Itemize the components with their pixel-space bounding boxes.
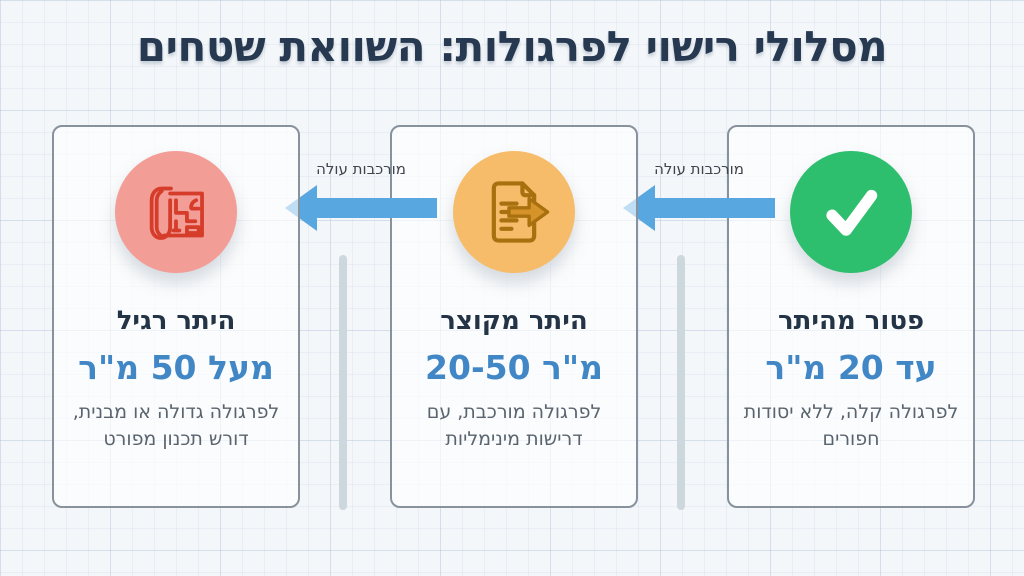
left-arrow-icon	[623, 185, 775, 231]
card-description: לפרגולה גדולה או מבנית, דורש תכנון מפורט	[72, 400, 280, 451]
blueprint-icon	[115, 151, 237, 273]
complexity-arrow-left: מורכבות עולה	[285, 160, 437, 231]
card-area: עד 20 מ"ר	[765, 347, 937, 387]
card-exempt: פטור מהיתר עד 20 מ"ר לפרגולה קלה, ללא יס…	[727, 125, 975, 508]
check-icon	[790, 151, 912, 273]
card-title: פטור מהיתר	[777, 306, 925, 336]
complexity-arrow-label: מורכבות עולה	[654, 160, 744, 178]
card-title: היתר רגיל	[116, 306, 236, 336]
card-full-permit: היתר רגיל מעל 50 מ"ר לפרגולה גדולה או מב…	[52, 125, 300, 508]
divider-bar-left	[339, 255, 347, 510]
left-arrow-icon	[285, 185, 437, 231]
card-area: מעל 50 מ"ר	[78, 347, 274, 387]
complexity-arrow-label: מורכבות עולה	[316, 160, 406, 178]
complexity-arrow-right: מורכבות עולה	[623, 160, 775, 231]
card-short-permit: היתר מקוצר 20-50 מ"ר לפרגולה מורכבת, עם …	[390, 125, 638, 508]
card-title: היתר מקוצר	[440, 306, 588, 336]
card-description: לפרגולה מורכבת, עם דרישות מינימליות	[426, 400, 602, 451]
card-description: לפרגולה קלה, ללא יסודות חפורים	[743, 400, 959, 451]
card-area: 20-50 מ"ר	[425, 347, 603, 387]
divider-bar-right	[677, 255, 685, 510]
document-arrow-icon	[453, 151, 575, 273]
page-title: מסלולי רישוי לפרגולות: השוואת שטחים	[136, 22, 888, 71]
